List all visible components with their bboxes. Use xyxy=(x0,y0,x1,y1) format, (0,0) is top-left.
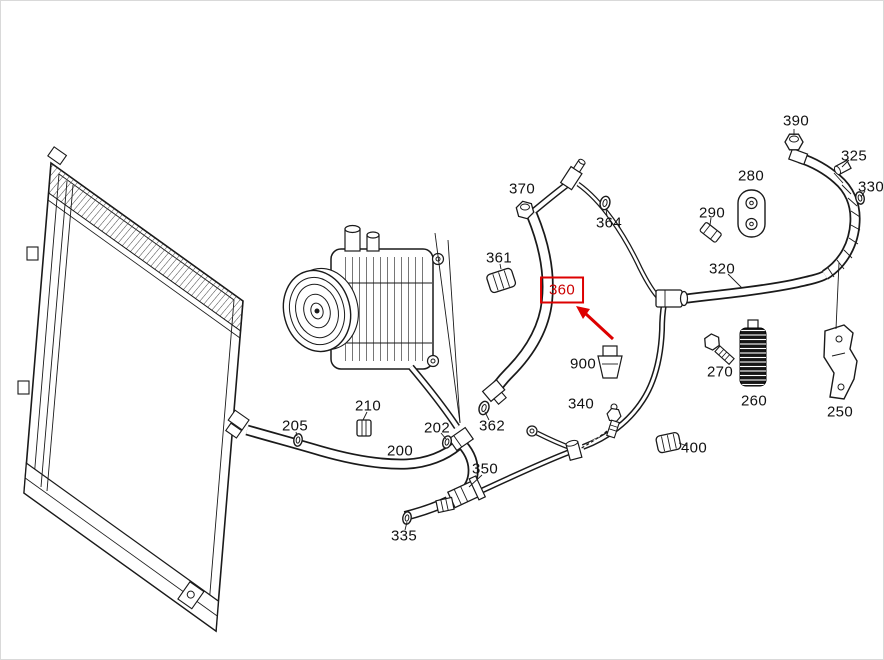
cap-400 xyxy=(655,432,682,454)
fitting-335-end xyxy=(435,496,455,514)
oring-205 xyxy=(293,433,303,447)
nut-390 xyxy=(784,133,804,151)
condenser-bottom-bracket xyxy=(177,581,205,610)
leader-wedge xyxy=(447,239,461,424)
fitting-200-end xyxy=(447,426,475,452)
oring-364 xyxy=(599,195,611,211)
compressor-lug xyxy=(426,354,440,368)
cap-361 xyxy=(486,267,517,294)
leader-lines xyxy=(295,129,866,531)
compressor-outlet-pipe xyxy=(411,367,457,427)
fitting-valve-seat xyxy=(565,439,583,462)
junction-block xyxy=(655,289,689,308)
hose-200 xyxy=(247,430,473,497)
damper-260 xyxy=(739,319,767,387)
nut-370 xyxy=(515,200,535,220)
part-290 xyxy=(699,222,722,243)
grommet-ring xyxy=(526,425,538,437)
return-pipe xyxy=(481,304,664,491)
pipe-stub-370 xyxy=(534,183,569,211)
compressor xyxy=(282,224,461,424)
condenser-port-fittings xyxy=(225,409,250,439)
valve-340 xyxy=(577,403,622,451)
pipe-320 xyxy=(682,275,825,299)
mount-280 xyxy=(737,189,766,238)
fitting-360-end xyxy=(481,379,507,405)
braided-hose xyxy=(800,158,860,277)
highlight-arrow xyxy=(576,306,615,341)
bolt-270 xyxy=(704,333,735,366)
clip-900 xyxy=(597,345,623,379)
oring-362 xyxy=(478,400,490,416)
part-325 xyxy=(833,159,852,176)
condenser-fin-band xyxy=(48,162,244,332)
leader-wedge xyxy=(434,232,461,424)
bracket-250 xyxy=(823,324,858,400)
oring-202 xyxy=(441,435,453,449)
fitting-hose-end-top xyxy=(788,147,809,166)
hose-360 xyxy=(497,215,548,387)
braid-texture xyxy=(827,172,861,278)
condenser-tab xyxy=(17,380,30,395)
clamp-210 xyxy=(356,419,372,437)
pipe-to-junction xyxy=(578,184,659,298)
condenser-tab xyxy=(26,246,39,261)
condenser-top-bracket xyxy=(47,146,68,166)
condenser xyxy=(17,146,250,633)
oring-335 xyxy=(402,511,412,525)
fitting-tee xyxy=(559,158,586,191)
